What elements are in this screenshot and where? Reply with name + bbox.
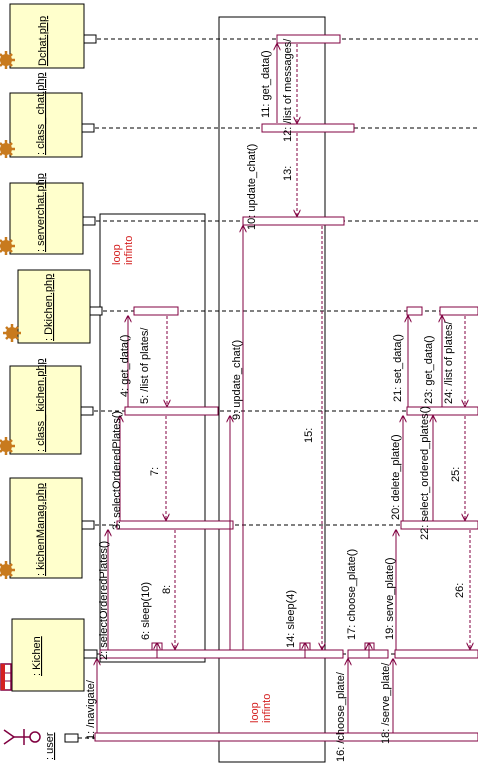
participant-class-chat[interactable]: : class_ chat.php: [0, 72, 95, 158]
message-label-m14: 14: sleep(4): [285, 590, 297, 648]
participant-kichenmanag-name: : kichenManag.php: [35, 483, 47, 576]
kichen-port: [83, 649, 98, 659]
activation-serverchat: [242, 216, 345, 226]
kichenmanag-port: [81, 520, 95, 530]
message-label-m3: 3: selectOrderedPlates(): [111, 411, 123, 530]
activation-class-kichen-2: [406, 406, 478, 416]
loop1-label: loopinfinto: [111, 236, 135, 265]
participant-dchat[interactable]: Dchat.php: [0, 3, 97, 69]
loop1-label-line2: infinto: [123, 236, 135, 265]
actor-icon: [3, 729, 41, 745]
activation-user: [94, 732, 478, 742]
message-label-m9: 9: update_chat(): [231, 340, 243, 420]
message-label-m26: 26:: [454, 583, 466, 598]
gear-icon: [0, 561, 15, 579]
message-label-m7: 7:: [149, 467, 161, 476]
window-icon: [0, 663, 12, 691]
message-label-m2: 2: selectOrderedPlates(): [98, 541, 110, 660]
participant-class-kichen-name: : class_ kichen.php: [35, 358, 47, 452]
dchat-port: [83, 34, 97, 44]
message-label-m25: 25:: [450, 467, 462, 482]
participant-class-chat-name: : class_ chat.php: [35, 72, 47, 155]
loop2-label-line2: infinto: [261, 694, 273, 723]
gear-icon: [0, 437, 15, 455]
fragment-loop2: loopinfinto: [218, 16, 326, 763]
participant-user-name: : user: [44, 732, 56, 760]
dkichen-port: [89, 306, 103, 316]
message-label-m5: 5: /list of plates/: [139, 327, 151, 404]
participant-dkichen-name: : Dkichen.php: [43, 274, 55, 341]
message-label-m13: 13:: [282, 166, 294, 181]
participant-kichen[interactable]: : Kichen: [0, 618, 98, 692]
loop2-label: loopinfinto: [249, 694, 273, 723]
participant-dchat-name: Dchat.php: [37, 16, 49, 66]
message-arrows: [97, 44, 470, 733]
participant-serverchat-name: : serverchat.php: [35, 173, 47, 252]
activation-kichenmanag-1: [116, 520, 234, 530]
participant-user[interactable]: : user: [3, 729, 79, 760]
message-label-m23: 23: get_data(): [423, 336, 435, 405]
participant-class-kichen[interactable]: : class_ kichen.php: [0, 358, 94, 455]
participants: Dchat.php : class_ chat.php : serverchat…: [0, 3, 103, 760]
message-label-m16: 16: /choose_plate/: [335, 671, 347, 762]
gear-icon: [0, 140, 15, 158]
participant-kichenmanag[interactable]: : kichenManag.php: [0, 477, 95, 579]
class-kichen-port: [80, 406, 94, 416]
activation-dkichen-1: [133, 306, 179, 316]
gear-icon: [3, 324, 21, 342]
activation-kichen-3: [394, 649, 478, 659]
activation-kichen-2: [347, 649, 389, 659]
message-label-m24: 24: /list of plates/: [443, 321, 455, 404]
message-label-m1: 1: /navigate/: [85, 679, 97, 740]
activation-dkichen-2: [406, 306, 423, 316]
message-label-m18: 18: /serve_plate/: [380, 662, 392, 744]
message-label-m10: 10: update_chat(): [246, 144, 258, 230]
serverchat-port: [82, 216, 96, 226]
fragment-loop1: loopinfinto: [99, 213, 206, 663]
message-label-m15: 15:: [303, 428, 315, 443]
message-label-m19: 19: serve_plate(): [384, 557, 396, 640]
lifelines: [78, 38, 478, 739]
loop1-label-line1: loop: [111, 244, 123, 265]
message-label-m4: 4: get_data(): [119, 335, 131, 397]
gear-icon: [0, 237, 15, 255]
loop2-label-line1: loop: [249, 702, 261, 723]
activation-dchat: [276, 34, 341, 44]
message-label-m8: 8:: [161, 585, 173, 594]
message-label-m12: 12: /list of messages/: [282, 38, 294, 142]
activation-class-chat: [261, 123, 355, 133]
message-label-m6: 6: sleep(10): [140, 582, 152, 640]
activation-kichen-1: [99, 649, 344, 659]
message-label-m21: 21: set_data(): [392, 334, 404, 402]
message-labels: 1: /navigate/ 2: selectOrderedPlates() 3…: [85, 38, 466, 762]
user-port: [64, 733, 79, 743]
participant-kichen-name: : Kichen: [31, 636, 43, 676]
message-label-m20: 20: delete_plate(): [390, 434, 402, 520]
message-label-m11: 11: get_data(): [260, 50, 272, 118]
activation-kichenmanag-2: [400, 520, 478, 530]
activation-class-kichen-1: [124, 406, 219, 416]
participant-serverchat[interactable]: : serverchat.php: [0, 173, 96, 255]
gear-icon: [0, 51, 15, 69]
class-chat-port: [81, 123, 95, 133]
message-label-m22: 22: select_ordered_plates(): [419, 406, 431, 540]
participant-dkichen[interactable]: : Dkichen.php: [3, 269, 103, 344]
activation-dkichen-3: [439, 306, 478, 316]
message-label-m17: 17: choose_plate(): [346, 549, 358, 640]
